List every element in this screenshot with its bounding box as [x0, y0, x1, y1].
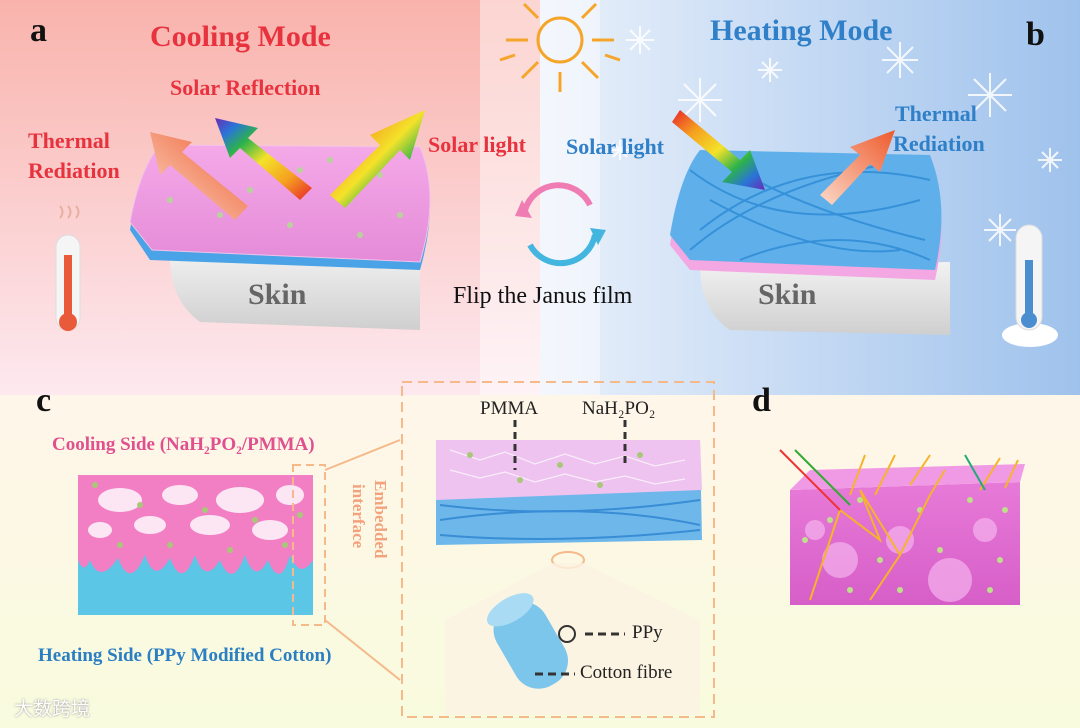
ppy-label: PPy [632, 622, 663, 644]
embedded-interface-label: Embedded interface [360, 480, 384, 590]
panel-label-b: b [1026, 16, 1045, 54]
thermal-radiation-right-1: Thermal [895, 101, 977, 127]
heating-mode-title: Heating Mode [710, 14, 892, 48]
heating-side-label: Heating Side (PPy Modified Cotton) [38, 645, 331, 667]
pmma-label: PMMA [480, 398, 538, 420]
thermal-radiation-right-2: Rediation [893, 131, 985, 157]
panel-d-block [780, 450, 1025, 605]
interface-text: interface [348, 484, 368, 548]
solar-reflection-label: Solar Reflection [170, 75, 321, 101]
embedded-text: Embedded [370, 480, 390, 558]
cooling-mode-title: Cooling Mode [150, 20, 331, 54]
skin-label-right: Skin [758, 278, 816, 312]
solar-light-right: Solar light [566, 134, 664, 160]
nah2po2-label: NaH₂PO₂ [582, 398, 655, 420]
cooling-side-label: Cooling Side (NaH₂PO₂/PMMA) [52, 434, 315, 456]
solar-light-left: Solar light [428, 132, 526, 158]
thermal-radiation-left-2: Rediation [28, 158, 120, 184]
panel-label-d: d [752, 382, 771, 420]
zoom-film-pink [436, 440, 702, 500]
skin-label-left: Skin [248, 278, 306, 312]
panel-label-a: a [30, 12, 47, 50]
panel-label-c: c [36, 382, 51, 420]
flip-label: Flip the Janus film [453, 283, 632, 310]
cotton-fibre-label: Cotton fibre [580, 662, 672, 684]
film-right-blue [670, 150, 941, 270]
watermark: 大数跨境 [14, 694, 90, 721]
thermal-radiation-left-1: Thermal [28, 128, 110, 154]
